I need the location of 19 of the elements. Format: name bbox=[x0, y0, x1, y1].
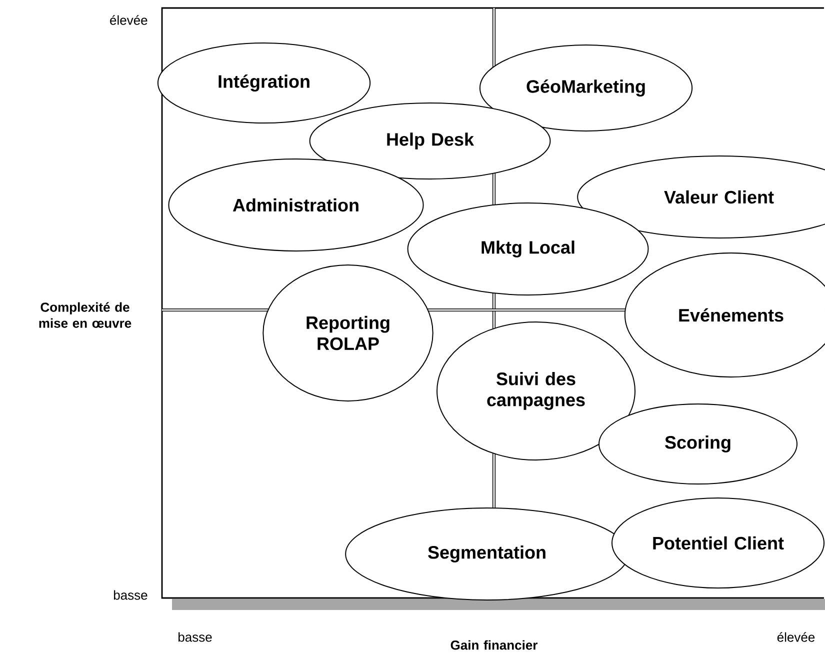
axis-label: basse bbox=[114, 590, 148, 600]
ellipse-node: GéoMarketing bbox=[479, 44, 693, 132]
ellipse-node: Reporting ROLAP bbox=[262, 264, 434, 402]
axis-label: basse bbox=[178, 632, 212, 642]
ellipse-node: Administration bbox=[168, 158, 424, 252]
ellipse-node: Segmentation bbox=[345, 508, 629, 600]
ellipse-node: Potentiel Client bbox=[612, 498, 824, 588]
axis-label: Complexité de mise en œuvre bbox=[39, 302, 132, 328]
axis-label: Gain financier bbox=[450, 640, 538, 650]
ellipse-node: Intégration bbox=[157, 42, 371, 124]
node-label: Evénements bbox=[679, 308, 784, 322]
ellipse-node: Scoring bbox=[598, 404, 798, 484]
ellipse-node: Help Desk bbox=[309, 102, 551, 180]
ellipse-node: Mktg Local bbox=[407, 202, 649, 296]
axis-label: élevée bbox=[110, 15, 148, 25]
ellipse-node: Evénements bbox=[624, 252, 825, 378]
axis-label: élevée bbox=[777, 632, 815, 642]
ellipse-node: Suivi des campagnes bbox=[436, 322, 636, 460]
node-label: Potentiel Client bbox=[653, 536, 784, 550]
